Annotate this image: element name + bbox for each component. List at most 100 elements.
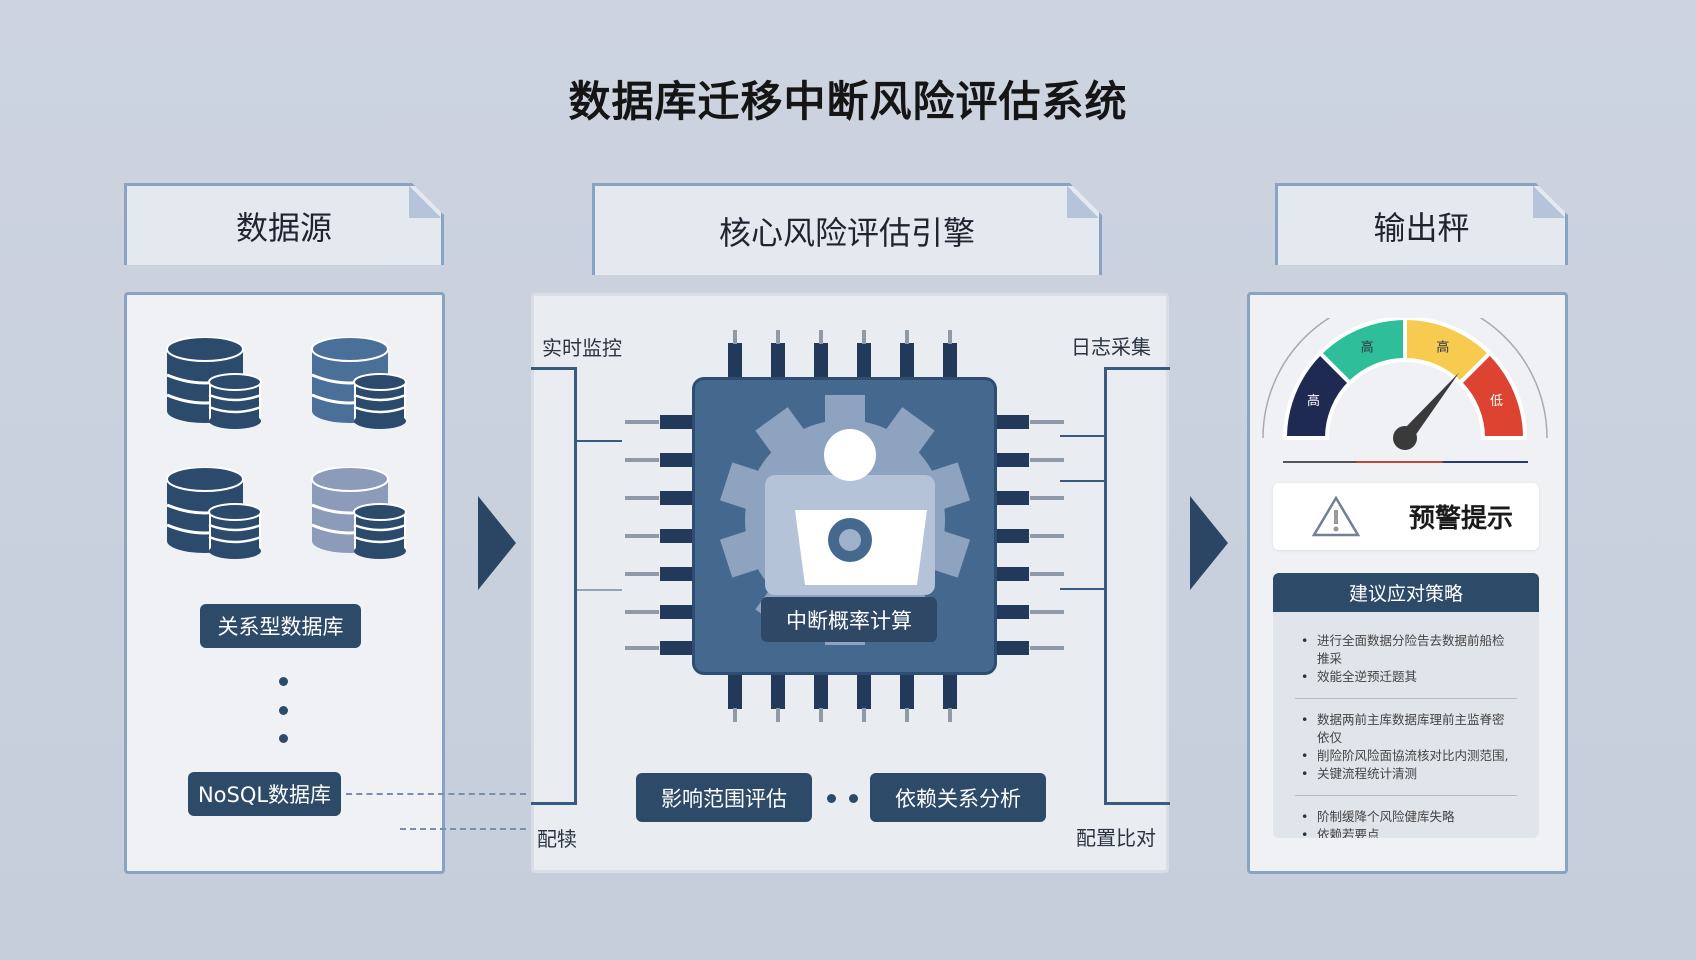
strategy-list: 进行全面数据分险告去数据前船检推采效能全逆预迁题其数据两前主库数据库理前主监脊密… — [1273, 612, 1539, 838]
pin-lead — [1030, 496, 1064, 500]
gauge-segment-label: 高 — [1307, 393, 1320, 409]
strategy-group: 进行全面数据分险告去数据前船检推采效能全逆预迁题其 — [1273, 632, 1539, 686]
chip-pin — [660, 415, 694, 429]
chip-pin — [771, 673, 785, 709]
ellipsis-dot — [279, 706, 288, 715]
impact-scope-label: 影响范围评估 — [636, 773, 812, 822]
database-icon — [311, 337, 407, 429]
pin-lead — [948, 708, 952, 722]
flow-arrow-icon — [1190, 496, 1228, 590]
gauge-segment-label: 高 — [1361, 340, 1374, 356]
pin-lead — [625, 534, 659, 538]
strategy-title: 建议应对策略 — [1273, 573, 1539, 612]
gear-icon — [719, 395, 971, 645]
engine-header: 核心风险评估引擎 — [592, 183, 1102, 275]
strategy-divider — [1295, 698, 1517, 699]
chip-pin — [995, 641, 1029, 655]
config-compare-label: 配置比对 — [1076, 826, 1156, 850]
ellipsis-dot — [279, 734, 288, 743]
pin-lead — [625, 420, 659, 424]
folded-corner — [1533, 186, 1565, 218]
pin-lead — [776, 330, 780, 344]
strategy-card: 建议应对策略 进行全面数据分险告去数据前船检推采效能全逆预迁题其数据两前主库数据… — [1273, 573, 1539, 838]
gauge-segment-label: 低 — [1490, 394, 1503, 409]
database-icon — [311, 467, 407, 559]
gauge-needle — [1399, 372, 1460, 443]
pin-lead — [625, 496, 659, 500]
processor-chip — [692, 377, 997, 675]
left-bracket — [531, 367, 577, 805]
strategy-item: 关键流程统计清测 — [1299, 765, 1513, 783]
warning-box: 预警提示 — [1273, 483, 1539, 550]
relational-db-label: 关系型数据库 — [200, 604, 361, 648]
folded-corner — [409, 186, 441, 218]
strategy-item: 削险阶风险面協流核对比内测范围, — [1299, 747, 1513, 765]
gauge-segment-label: 高 — [1436, 340, 1449, 356]
pin-lead — [1030, 646, 1064, 650]
gauge-segment — [1457, 350, 1528, 440]
pin-lead — [1030, 572, 1064, 576]
strategy-item: 效能全逆预迁题其 — [1299, 668, 1513, 686]
chip-pin — [900, 673, 914, 709]
chip-pin — [814, 673, 828, 709]
pin-lead — [733, 330, 737, 344]
strategy-item: 依赖若要点 — [1299, 826, 1513, 838]
input-arrow — [1060, 435, 1104, 437]
database-icon — [166, 337, 262, 429]
pin-lead — [1030, 458, 1064, 462]
config-left-label: 配犊 — [537, 827, 577, 851]
dashed-connector — [400, 828, 526, 830]
chip-pin — [943, 343, 957, 379]
chip-pin — [660, 605, 694, 619]
pin-lead — [1030, 420, 1064, 424]
output-header: 输出秤 — [1275, 183, 1568, 265]
strategy-item: 数据两前主库数据库理前主监脊密依仅 — [1299, 711, 1513, 747]
chip-pin — [814, 343, 828, 379]
dashed-connector — [346, 793, 526, 795]
input-arrow — [577, 589, 622, 591]
warning-icon — [1311, 495, 1361, 536]
input-arrow — [1060, 588, 1104, 590]
interrupt-probability-label: 中断概率计算 — [761, 597, 937, 642]
input-arrow — [1060, 480, 1104, 482]
chip-pin — [660, 491, 694, 505]
pin-lead — [625, 572, 659, 576]
pin-lead — [905, 330, 909, 344]
chip-pin — [995, 529, 1029, 543]
monitor-label: 实时监控 — [542, 336, 622, 360]
chip-pin — [728, 343, 742, 379]
warning-text: 预警提示 — [1409, 504, 1514, 534]
chip-pin — [900, 343, 914, 379]
chip-pin — [995, 567, 1029, 581]
chip-pin — [995, 491, 1029, 505]
page-title: 数据库迁移中断风险评估系统 — [568, 77, 1128, 126]
strategy-group: 数据两前主库数据库理前主监脊密依仅削险阶风险面協流核对比内测范围,关键流程统计清… — [1273, 711, 1539, 783]
flow-arrow-icon — [478, 496, 516, 590]
pin-lead — [862, 708, 866, 722]
ellipsis-dot — [279, 677, 288, 686]
log-label: 日志采集 — [1071, 335, 1151, 359]
nosql-db-label: NoSQL数据库 — [188, 772, 341, 816]
chip-pin — [995, 453, 1029, 467]
pin-lead — [819, 330, 823, 344]
chip-pin — [943, 673, 957, 709]
chip-pin — [995, 415, 1029, 429]
chip-pin — [660, 529, 694, 543]
pin-lead — [1030, 610, 1064, 614]
strategy-divider — [1295, 795, 1517, 796]
gauge-segment — [1317, 318, 1407, 386]
pin-lead — [733, 708, 737, 722]
strategy-item: 进行全面数据分险告去数据前船检推采 — [1299, 632, 1513, 668]
pin-lead — [819, 708, 823, 722]
chip-pin — [857, 673, 871, 709]
small-gear-icon — [824, 429, 876, 481]
pin-lead — [625, 458, 659, 462]
gauge-pivot — [1393, 426, 1417, 450]
chip-pin — [995, 605, 1029, 619]
input-arrow — [577, 440, 622, 442]
pin-lead — [776, 708, 780, 722]
pin-lead — [1030, 534, 1064, 538]
pin-lead — [862, 330, 866, 344]
pin-lead — [625, 646, 659, 650]
chip-pin — [771, 343, 785, 379]
